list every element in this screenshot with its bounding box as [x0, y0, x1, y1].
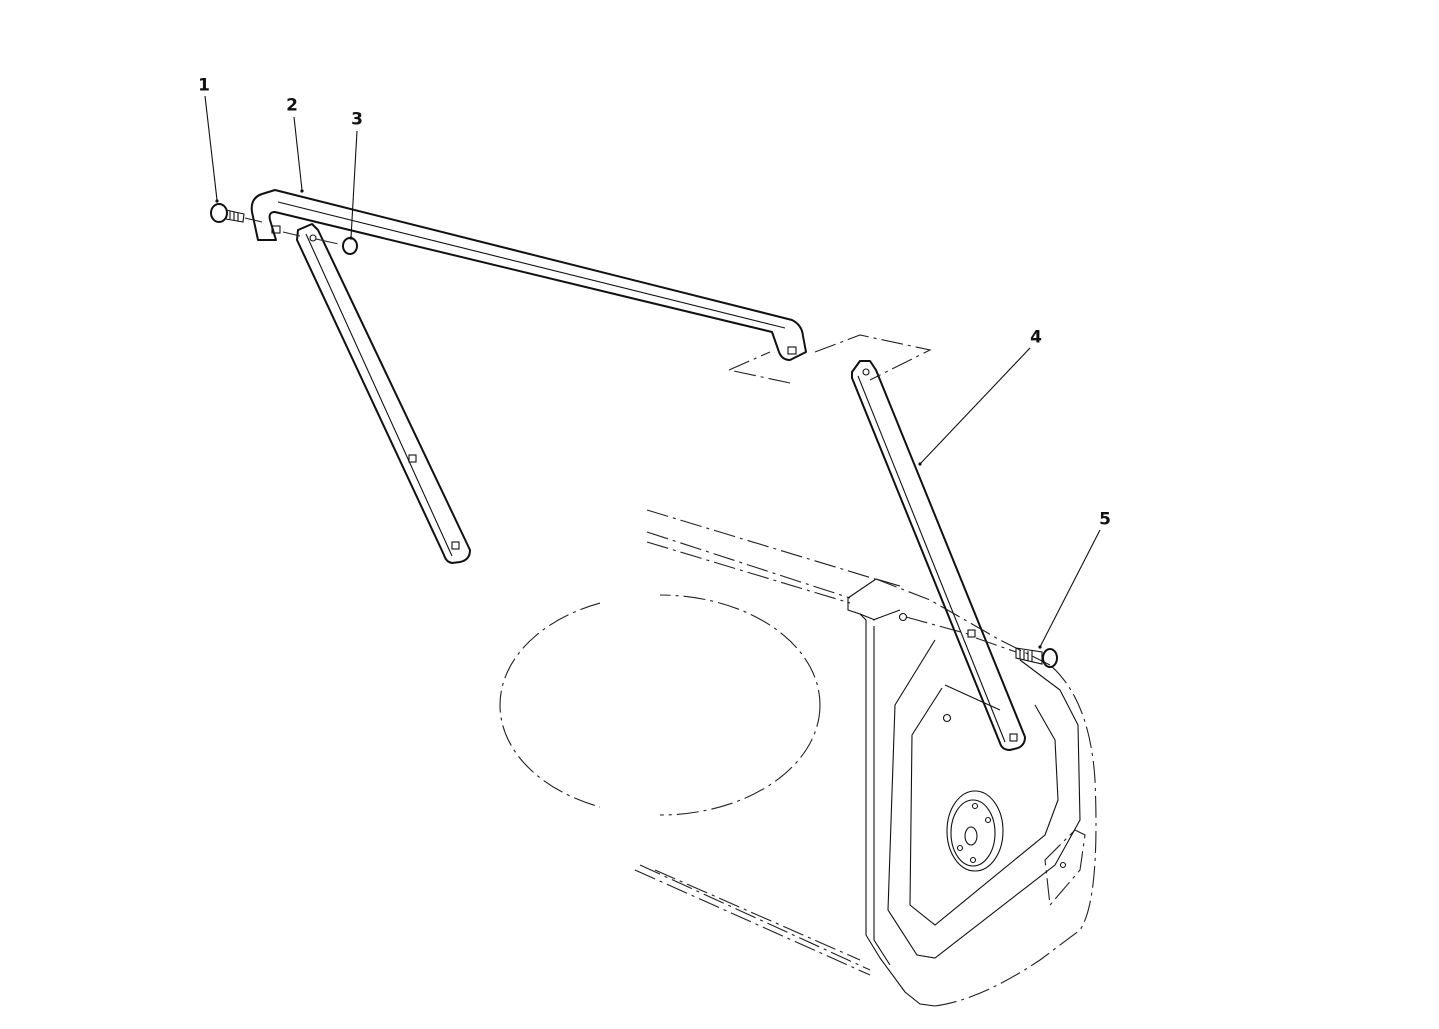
callout-5: 5 [1099, 509, 1111, 530]
callout-3: 3 [351, 109, 363, 130]
carriage-bolt-part-5 [975, 637, 1058, 668]
housing-outline [499, 509, 1097, 1007]
leader-lines [204, 95, 1101, 649]
handle-bar-part-2 [250, 189, 807, 361]
mounting-plane [728, 334, 932, 384]
callout-1: 1 [198, 75, 210, 96]
callout-4: 4 [1030, 327, 1042, 348]
side-plate [887, 612, 1081, 959]
carriage-bolt-part-1 [210, 203, 263, 223]
support-brace-left [296, 223, 471, 564]
support-brace-right-part-4 [851, 360, 1026, 751]
callout-2: 2 [286, 95, 298, 116]
